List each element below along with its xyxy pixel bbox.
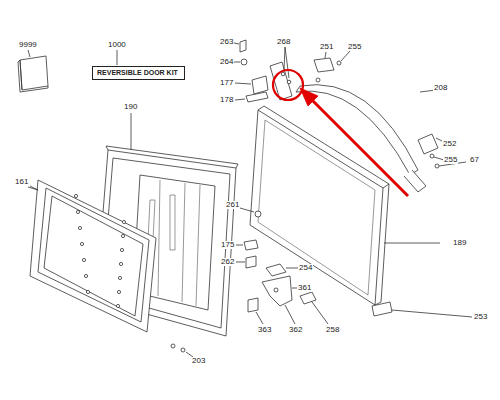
- leader-line: [28, 187, 38, 190]
- callout-number: 363: [257, 326, 272, 334]
- callout-number: 175: [220, 241, 235, 249]
- callout-number: 264: [219, 58, 234, 66]
- leader-line: [28, 50, 30, 57]
- callout-number: 161: [14, 178, 29, 186]
- screw: [74, 194, 77, 197]
- callout-number: 362: [288, 326, 303, 334]
- callout-number: 67: [469, 156, 480, 164]
- callout-number: 263: [219, 38, 234, 46]
- screw: [116, 304, 119, 307]
- callout-number: 361: [297, 284, 312, 292]
- callout-number: 1000: [107, 41, 127, 49]
- callout-number: 255: [443, 156, 458, 164]
- screw: [120, 248, 123, 251]
- callout-number: 189: [452, 239, 467, 247]
- kit-box: REVERSIBLE DOOR KIT: [92, 66, 185, 80]
- callout-number: 203: [191, 357, 206, 365]
- screw: [78, 226, 81, 229]
- callout-number: 178: [219, 96, 234, 104]
- screw: [84, 274, 87, 277]
- callout-number: 268: [276, 38, 291, 46]
- callout-number: 252: [442, 140, 457, 148]
- screw: [119, 262, 122, 265]
- callout-number: 9999: [18, 41, 38, 49]
- leader-line: [117, 50, 118, 65]
- callout-number: 255: [347, 43, 362, 51]
- screw: [117, 290, 120, 293]
- screw: [80, 242, 83, 245]
- screw: [118, 276, 121, 279]
- screw: [82, 258, 85, 261]
- callout-number: 190: [123, 103, 138, 111]
- callout-number: 262: [220, 258, 235, 266]
- callout-number: 251: [319, 43, 334, 51]
- callout-number: 208: [433, 84, 448, 92]
- callout-number: 254: [298, 264, 313, 272]
- screw: [122, 220, 125, 223]
- callout-number: 253: [473, 313, 488, 321]
- screw: [86, 290, 89, 293]
- callout-number: 177: [219, 79, 234, 87]
- screw: [76, 210, 79, 213]
- kit-label: REVERSIBLE DOOR KIT: [93, 67, 184, 78]
- callout-number: 261: [225, 201, 240, 209]
- callout-number: 258: [325, 326, 340, 334]
- screw: [121, 234, 124, 237]
